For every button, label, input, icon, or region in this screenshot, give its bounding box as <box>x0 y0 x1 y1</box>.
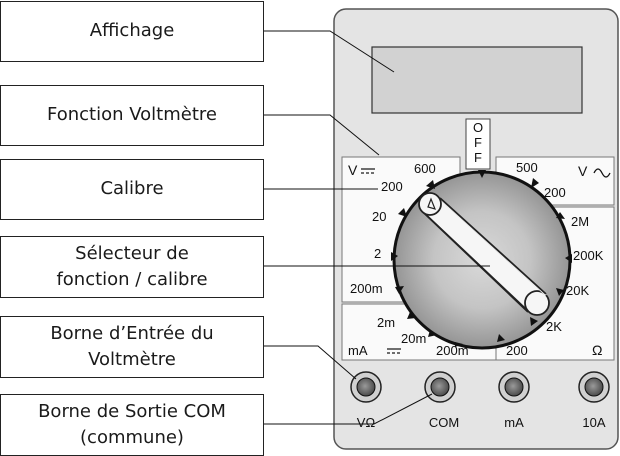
jack-label-10a: 10A <box>582 415 605 430</box>
range-ohm-20k: 20K <box>566 283 589 298</box>
off-letter-o: O <box>473 120 483 135</box>
range-ohm-2m: 2M <box>571 214 589 229</box>
dc-symbol-icon <box>361 168 375 174</box>
range-ohm-2k: 2K <box>546 319 562 334</box>
jack-10a[interactable] <box>578 371 610 403</box>
range-ma-20m: 20m <box>401 331 426 346</box>
knob-tick-marks <box>391 170 572 347</box>
leader-affichage <box>264 30 395 73</box>
jack-ma[interactable] <box>498 371 530 403</box>
range-ohm-200: 200 <box>506 343 528 358</box>
range-ac-500: 500 <box>516 160 538 175</box>
label-affichage: Affichage <box>0 1 264 62</box>
leader-borne-com <box>264 393 433 425</box>
off-window <box>465 118 491 170</box>
lcd-display[interactable] <box>371 46 583 114</box>
selector-pointer[interactable] <box>418 192 550 316</box>
jack-label-ma: mA <box>504 415 524 430</box>
label-fonction-voltmetre-text: Fonction Voltmètre <box>47 104 217 126</box>
ac-wave-icon <box>593 168 611 178</box>
jack-label-vohm: VΩ <box>357 415 376 430</box>
label-affichage-text: Affichage <box>89 20 175 42</box>
dc-current-dc-icon <box>387 348 401 354</box>
range-dc-600: 600 <box>414 161 436 176</box>
leader-borne-entree <box>264 345 357 380</box>
label-selecteur-text: Sélecteur de fonction / calibre <box>56 242 208 290</box>
label-calibre: Calibre <box>0 159 264 220</box>
jack-com[interactable] <box>424 371 456 403</box>
label-borne-entree-text: Borne d’Entrée du Voltmètre <box>50 322 214 370</box>
label-selecteur: Sélecteur de fonction / calibre <box>0 236 264 298</box>
off-letter-f1: F <box>474 135 482 150</box>
label-borne-com: Borne de Sortie COM (commune) <box>0 394 264 456</box>
range-ohm-200k: 200K <box>573 248 604 263</box>
ohm-symbol: Ω <box>592 342 602 358</box>
range-ma-2m: 2m <box>377 315 395 330</box>
selector-knob[interactable] <box>391 170 572 350</box>
range-dc-20: 20 <box>372 209 386 224</box>
label-fonction-voltmetre: Fonction Voltmètre <box>0 85 264 146</box>
jack-label-com: COM <box>429 415 459 430</box>
ac-volt-symbol: V <box>578 163 588 179</box>
range-ac-200: 200 <box>544 185 566 200</box>
range-dc-200: 200 <box>381 179 403 194</box>
jack-vohm[interactable] <box>350 371 382 403</box>
leader-lines <box>264 30 490 425</box>
off-letter-f2: F <box>474 150 482 165</box>
label-borne-entree: Borne d’Entrée du Voltmètre <box>0 316 264 378</box>
label-calibre-text: Calibre <box>100 178 164 200</box>
leader-fonction-voltmetre <box>264 114 380 156</box>
dc-current-symbol: mA <box>348 343 368 358</box>
range-dc-2: 2 <box>374 246 381 261</box>
label-borne-com-text: Borne de Sortie COM (commune) <box>38 400 226 448</box>
range-dc-200m: 200m <box>350 281 383 296</box>
dc-volt-symbol: V <box>348 162 358 178</box>
